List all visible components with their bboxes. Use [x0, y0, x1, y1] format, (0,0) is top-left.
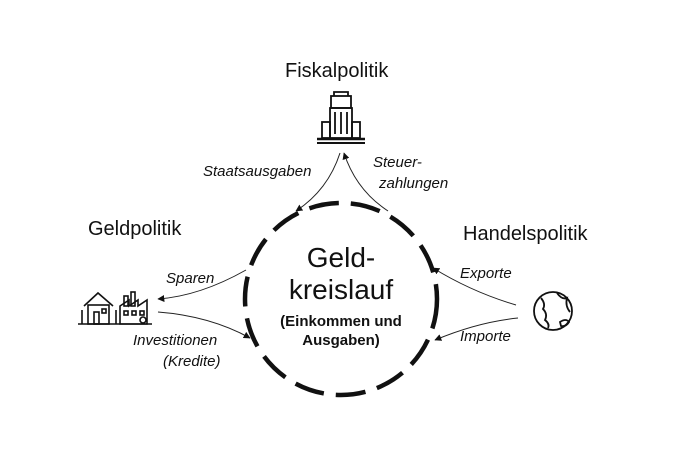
- flow-label-investitionen: Investitionen: [133, 332, 218, 349]
- arrow-investitionen: [157, 311, 251, 339]
- factory-icon: [118, 291, 152, 325]
- trade-policy-title: Handelspolitik: [463, 223, 588, 245]
- government-building-icon: [317, 91, 365, 144]
- flow-label-staatsausgaben: Staatsausgaben: [203, 163, 312, 180]
- flow-label-steuer: Steuer-: [373, 154, 422, 171]
- flow-label-zahlungen: zahlungen: [379, 175, 449, 192]
- center-title-line1: Geld-: [306, 242, 376, 273]
- arrow-exporte: [432, 267, 517, 306]
- monetary-policy-title: Geldpolitik: [88, 218, 182, 240]
- globe-icon: [533, 291, 573, 331]
- flow-label-sparen: Sparen: [166, 270, 215, 287]
- flow-label-exporte: Exporte: [460, 265, 512, 282]
- arrow-staatsausgaben: [295, 152, 341, 212]
- flow-label-importe: Importe: [460, 328, 511, 345]
- house-icon: [78, 291, 118, 325]
- arrow-steuerzahlungen: [342, 152, 389, 212]
- arrow-importe: [434, 317, 519, 341]
- center-subtitle-line2: Ausgaben): [302, 332, 380, 349]
- fiscal-policy-title: Fiskalpolitik: [285, 60, 389, 82]
- arrow-sparen: [157, 269, 247, 303]
- flow-label-kredite: (Kredite): [163, 353, 221, 370]
- money-cycle-circle: [242, 200, 440, 398]
- center-subtitle-line1: (Einkommen und: [280, 313, 402, 330]
- center-title-line2: kreislauf: [288, 274, 394, 305]
